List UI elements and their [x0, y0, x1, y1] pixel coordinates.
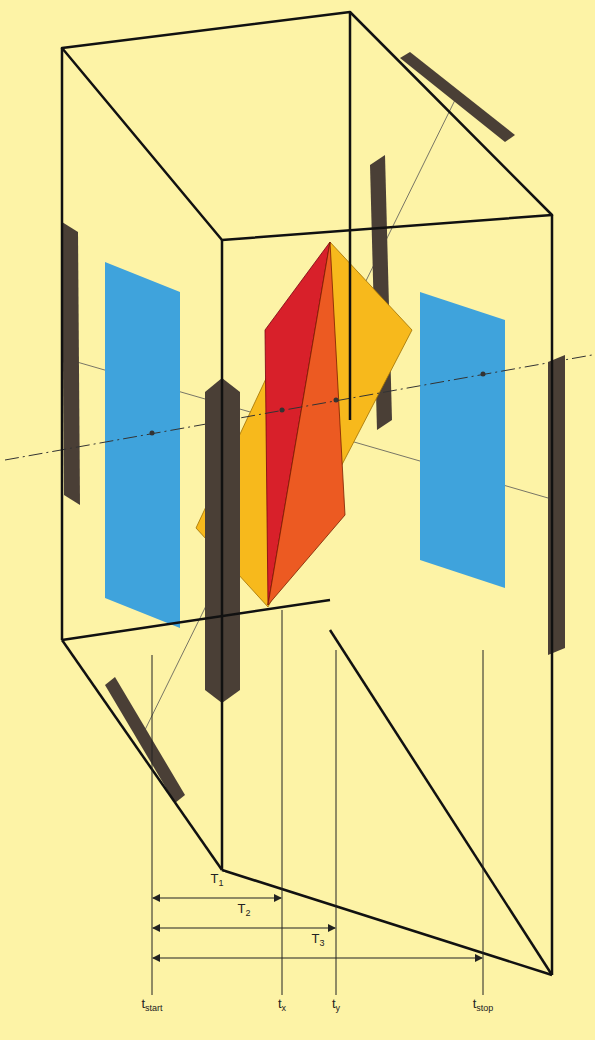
time-marker-line	[152, 610, 483, 995]
interval-arrow	[153, 898, 482, 958]
orange-plane	[268, 242, 345, 605]
time-label: tstop	[471, 997, 496, 1013]
interval-label: T1	[209, 872, 226, 888]
interval-label: T2	[236, 902, 253, 918]
line-of-response	[70, 100, 555, 740]
box-outline	[62, 12, 552, 975]
interval-label: T3	[310, 932, 327, 948]
time-label: tx	[276, 997, 288, 1013]
axis-point	[150, 372, 486, 436]
time-label: ty	[330, 997, 342, 1013]
detector-bar	[105, 355, 565, 803]
axis-line	[5, 355, 592, 460]
time-label: tstart	[139, 997, 164, 1013]
